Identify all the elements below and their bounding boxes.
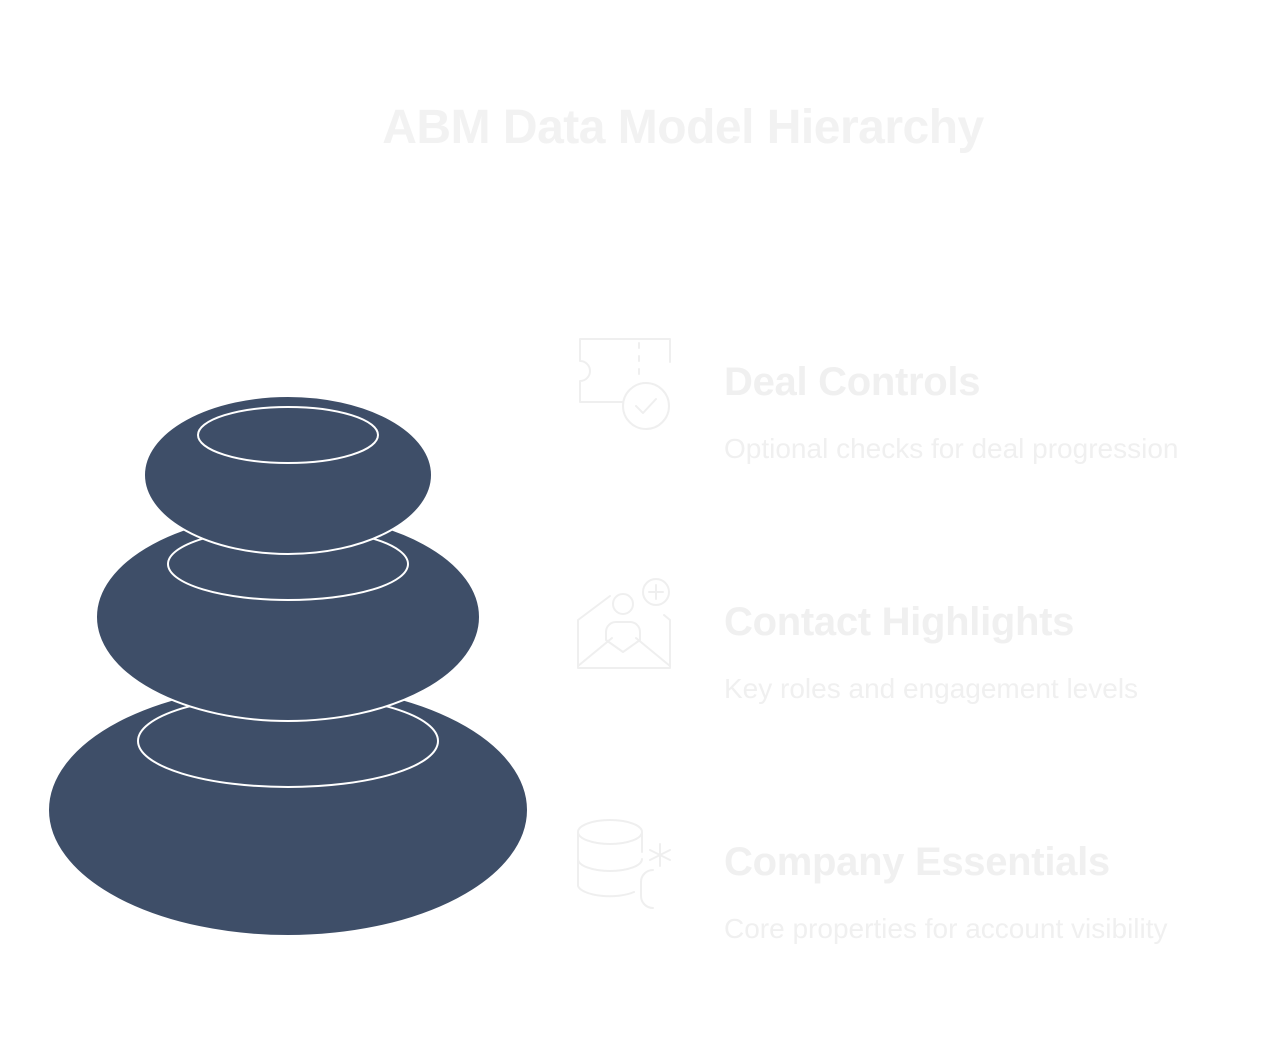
layer-title: Company Essentials bbox=[724, 840, 1110, 884]
layer-title: Contact Highlights bbox=[724, 600, 1075, 644]
layer-description: Key roles and engagement levels bbox=[724, 673, 1139, 704]
mail-user-plus-icon bbox=[577, 578, 671, 669]
layer-title: Deal Controls bbox=[724, 360, 981, 404]
stone-top bbox=[143, 395, 433, 555]
page-title: ABM Data Model Hierarchy bbox=[382, 101, 984, 154]
layer-contact-highlights: Contact Highlights Key roles and engagem… bbox=[724, 600, 1138, 705]
database-asterisk-icon bbox=[577, 819, 671, 909]
ticket-check-icon bbox=[579, 338, 671, 430]
layer-description: Optional checks for deal progression bbox=[724, 433, 1179, 464]
layer-description: Core properties for account visibility bbox=[724, 913, 1168, 944]
layer-company-essentials: Company Essentials Core properties for a… bbox=[724, 840, 1168, 945]
layer-deal-controls: Deal Controls Optional checks for deal p… bbox=[724, 360, 1178, 465]
